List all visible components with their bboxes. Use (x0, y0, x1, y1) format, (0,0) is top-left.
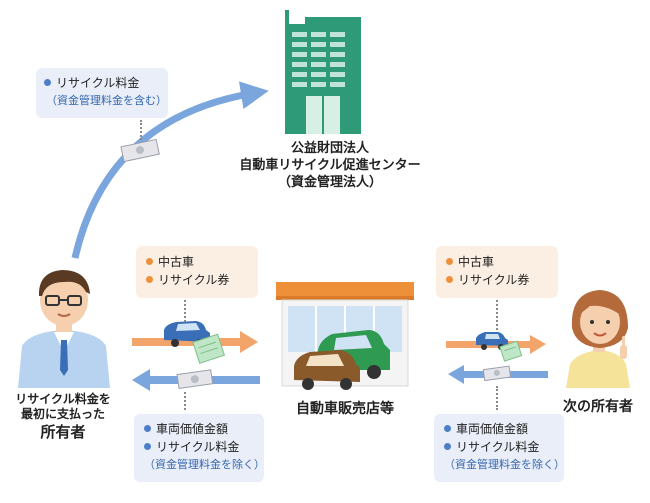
payment-item: リサイクル料金 (56, 76, 140, 90)
left-orange-arrow (132, 331, 258, 353)
money-icon (120, 138, 160, 163)
center-line2: 自動車リサイクル促進センター (239, 158, 421, 173)
bullet-icon (146, 258, 153, 265)
right-top-item1: 中古車 (458, 255, 495, 269)
bullet-icon (446, 276, 453, 283)
connector-line (184, 300, 186, 322)
left-bottom-box: 車両価値金額 リサイクル料金 （資金管理料金を除く） (134, 414, 265, 482)
dealer-label: 自動車販売店等 (296, 401, 394, 417)
center-line3: （資金管理法人） (277, 175, 382, 190)
male-owner-icon (18, 270, 110, 388)
bullet-icon (144, 425, 151, 432)
left-bottom-item1: 車両価値金額 (156, 422, 229, 436)
right-bottom-item1: 車両価値金額 (456, 422, 529, 436)
connector-line (140, 120, 142, 140)
right-top-box: 中古車 リサイクル券 (436, 246, 558, 298)
first-owner-line3: 所有者 (40, 423, 86, 441)
payment-info-box: リサイクル料金 （資金管理料金を含む） (36, 68, 168, 118)
recycling-ticket-icon (192, 333, 226, 364)
payment-sub: （資金管理料金を含む） (46, 94, 167, 107)
car-icon (476, 332, 508, 350)
recycling-center-label: 公益財団法人 自動車リサイクル促進センター （資金管理法人） (210, 140, 450, 191)
office-building-icon (285, 10, 361, 134)
bullet-icon (44, 79, 51, 86)
left-top-item2: リサイクル券 (158, 273, 230, 287)
left-bottom-sub: （資金管理料金を除く） (144, 458, 265, 471)
first-owner-label: リサイクル料金を 最初に支払った 所有者 (4, 392, 122, 443)
money-icon (482, 365, 512, 382)
connector-line (496, 386, 498, 410)
bullet-icon (444, 425, 451, 432)
bullet-icon (444, 443, 451, 450)
first-owner-line2: 最初に支払った (20, 407, 105, 421)
bullet-icon (146, 276, 153, 283)
money-icon (176, 369, 214, 390)
next-owner-label: 次の所有者 (563, 399, 633, 415)
right-top-item2: リサイクル券 (458, 273, 530, 287)
recycling-ticket-icon (499, 340, 523, 362)
right-bottom-item2: リサイクル料金 (456, 440, 540, 454)
right-bottom-sub: （資金管理料金を除く） (444, 458, 565, 471)
bullet-icon (144, 443, 151, 450)
left-top-box: 中古車 リサイクル券 (136, 246, 258, 298)
center-line1: 公益財団法人 (290, 141, 369, 156)
right-bottom-box: 車両価値金額 リサイクル料金 （資金管理料金を除く） (434, 414, 565, 482)
left-top-item1: 中古車 (158, 255, 195, 269)
first-owner-line1: リサイクル料金を (15, 392, 111, 406)
car-dealer-shop-icon (276, 282, 414, 390)
female-owner-icon (566, 290, 630, 388)
bullet-icon (446, 258, 453, 265)
connector-line (184, 392, 186, 410)
connector-line (496, 300, 498, 330)
left-bottom-item2: リサイクル料金 (156, 440, 240, 454)
